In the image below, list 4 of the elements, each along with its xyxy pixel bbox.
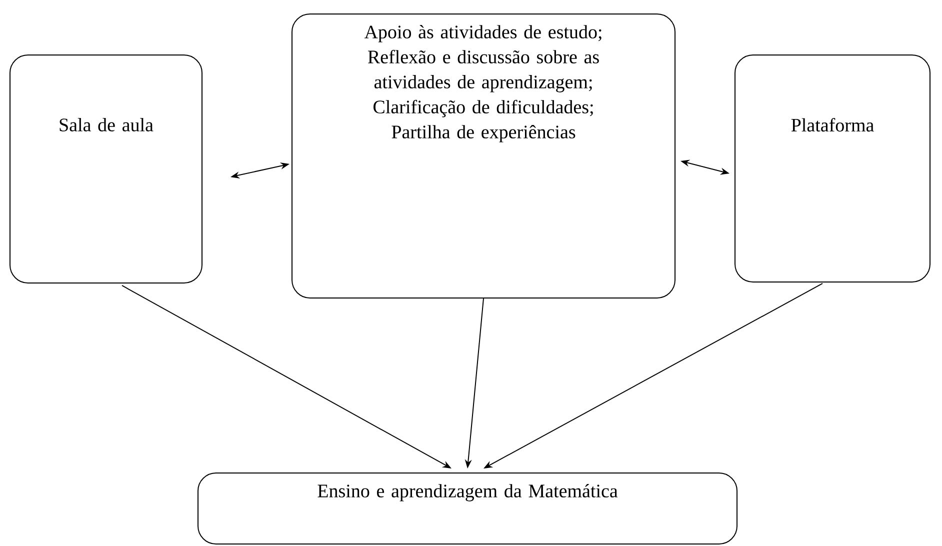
process-box: Sala de aula [10, 54, 202, 284]
process-box: Ensino e aprendizagem da Matemática [198, 472, 738, 544]
process-box: Plataforma [734, 54, 931, 282]
process-box: Apoio às atividades de estudo; Reflexão e discussão sobre as atividades de aprendizagem; Clarificação de dificuldades; Partilha de experiências [292, 14, 676, 298]
